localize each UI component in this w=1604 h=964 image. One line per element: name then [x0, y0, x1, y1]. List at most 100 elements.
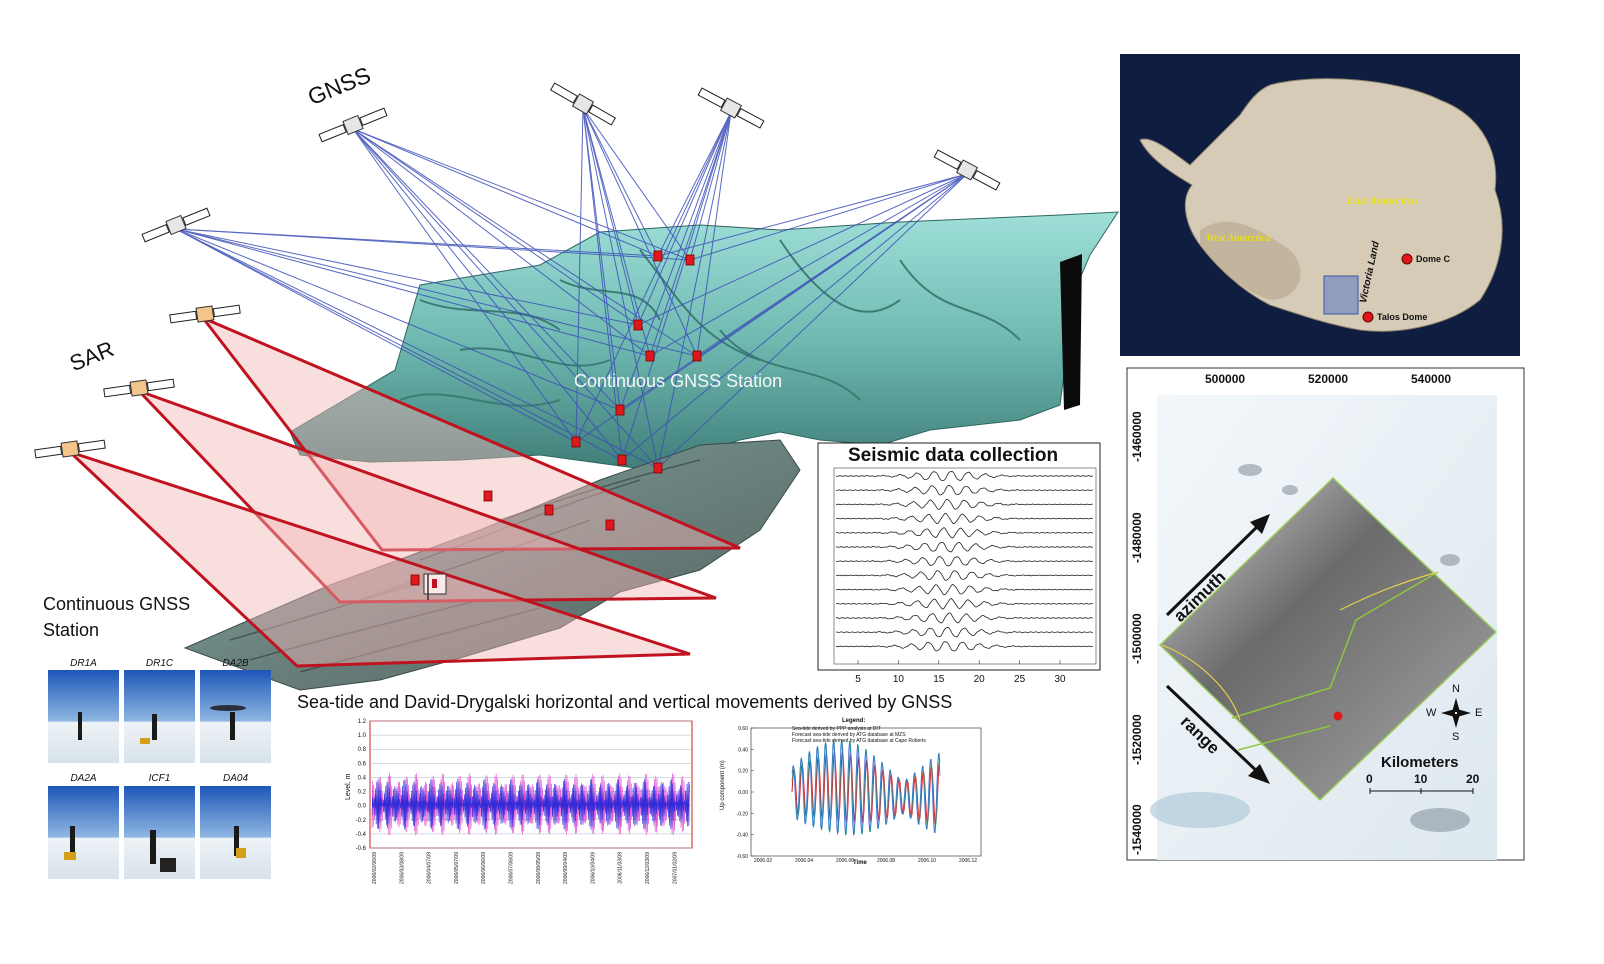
up-plot-area — [750, 727, 982, 857]
compass-w: W — [1426, 707, 1437, 719]
up-y-label: Up component (m) — [720, 760, 726, 810]
satellite-body — [571, 93, 595, 115]
station-photo — [200, 786, 271, 879]
photo-caption: DA04 — [222, 773, 248, 784]
gnss-signal-line — [175, 228, 639, 326]
tide-y-tick: -0.6 — [356, 846, 367, 852]
gnss-signal-line — [575, 107, 584, 443]
seismic-trace — [835, 484, 1093, 496]
scale-bar — [1369, 788, 1474, 794]
satellite-panel — [318, 124, 347, 143]
gnss-signal-line — [575, 111, 732, 443]
compass-rose-icon — [1441, 698, 1471, 728]
seismic-x-tick: 15 — [933, 674, 945, 685]
tide-series — [371, 772, 690, 836]
station-marker — [571, 436, 581, 448]
glacier-outline — [1231, 571, 1439, 751]
gnss-signal-line — [657, 173, 968, 469]
satellite-panel — [972, 170, 1001, 191]
seismic-x-tick: 25 — [1014, 674, 1026, 685]
satellite-body — [342, 114, 364, 136]
gnss-signal-line — [175, 228, 623, 461]
tide-x-tick: 2006/10/04/09 — [590, 852, 596, 884]
tide-x-tick: 2006/04/07/09 — [427, 852, 433, 884]
gnss-signal-line — [657, 111, 732, 257]
tide-x-tick: 2006/03/08/09 — [399, 852, 405, 884]
sar-map — [1126, 367, 1525, 861]
gnss-signal-line — [649, 173, 968, 357]
station-photo — [124, 786, 195, 879]
sar-beams — [68, 314, 741, 668]
station-photo — [200, 670, 271, 763]
seismic-trace — [835, 512, 1093, 525]
tide-y-label: Level, m — [345, 773, 352, 800]
antarctica-shading — [1200, 221, 1301, 300]
satellite-panel — [141, 224, 170, 243]
satellite-panel — [103, 384, 132, 398]
satellite-panel — [588, 104, 616, 126]
photo-caption: DA2B — [222, 658, 249, 669]
compass-s: S — [1452, 731, 1460, 743]
gnss-signal-line — [575, 173, 968, 443]
tide-x-tick: 2006/09/04/09 — [563, 852, 569, 884]
up-legend-title: Legend: — [842, 718, 866, 724]
seismic-trace — [835, 570, 1093, 581]
tide-y-tick: -0.2 — [356, 818, 367, 824]
up-series-line — [791, 739, 941, 836]
seismic-trace — [835, 556, 1093, 567]
station-marker — [605, 519, 615, 531]
gnss-signal-line — [352, 128, 577, 443]
tide-x-tick: 2006/06/06/09 — [481, 852, 487, 884]
sar-x-tick: 520000 — [1308, 372, 1349, 386]
sar-y-tick: -1460000 — [1130, 411, 1144, 462]
satellite-icon — [933, 149, 1001, 191]
up-y-ticks: 0.600.400.200.00-0.20-0.40-0.60 — [737, 726, 754, 860]
gnss-signal-line — [657, 173, 968, 257]
gnss-signal-line — [637, 111, 732, 326]
gnss-signal-line — [352, 128, 691, 261]
station-markers — [410, 250, 702, 586]
tide-y-ticks: 1.21.00.80.60.40.20.0-0.2-0.4-0.6 — [356, 719, 367, 852]
satellite-panel — [34, 445, 63, 459]
up-x-tick: 2006.10 — [918, 858, 936, 864]
tide-y-tick: 0.2 — [358, 790, 367, 796]
tide-x-tick: 2006/12/03/09 — [645, 852, 651, 884]
satellite-icon — [550, 82, 616, 126]
station-marker — [410, 574, 420, 586]
up-y-tick: 0.20 — [738, 769, 748, 775]
satellites — [34, 82, 1001, 459]
satellite-body — [165, 214, 187, 236]
seismic-trace — [836, 527, 1093, 539]
photo-caption: DR1C — [145, 658, 174, 669]
seismic-title: Seismic data collection — [848, 445, 1059, 466]
sar-y-tick: -1540000 — [1130, 804, 1144, 855]
satellite-panel — [736, 108, 765, 129]
photo-caption: DA2A — [70, 773, 97, 784]
up-y-tick: -0.20 — [737, 811, 749, 817]
tide-x-tick: 2006/11/03/09 — [618, 852, 624, 884]
tide-y-tick: 0.6 — [358, 761, 367, 767]
satellite-panel — [182, 207, 211, 226]
up-x-tick: 2006.02 — [754, 858, 772, 864]
gnss-signal-line — [175, 228, 659, 469]
satellite-icon — [318, 107, 388, 143]
satellite-panel — [146, 378, 175, 392]
gnss-signal-line — [649, 111, 732, 357]
up-y-tick: 0.40 — [738, 747, 748, 753]
up-x-label: Time — [853, 860, 867, 866]
compass-e: E — [1475, 707, 1483, 719]
station-flag-icon — [423, 573, 447, 600]
station-photo-grid — [48, 670, 271, 879]
satellite-body — [719, 97, 743, 119]
talos-dome-label: Talos Dome — [1377, 312, 1428, 322]
gnss-signal-line — [352, 128, 639, 326]
sar-image-footprint — [1158, 476, 1498, 802]
seismic-chart-frame — [817, 442, 1101, 671]
seismic-trace — [835, 626, 1093, 638]
gnss-signal-line — [637, 173, 968, 326]
satellite-icon — [34, 439, 106, 459]
photo-caption: DR1A — [70, 658, 97, 669]
satellite-body — [955, 159, 979, 181]
